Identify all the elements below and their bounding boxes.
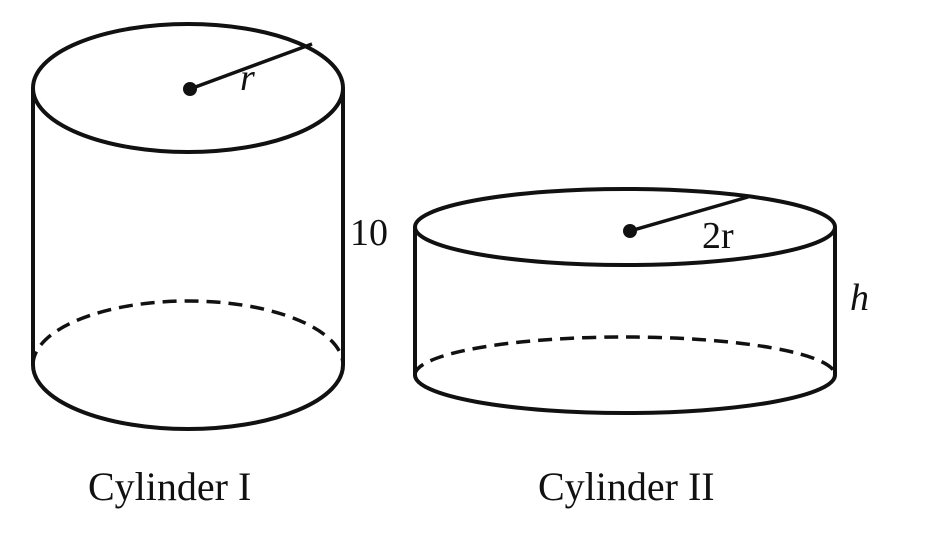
cylinder-1-radius-label: r <box>240 57 255 99</box>
cylinder-1-height-label: 10 <box>350 212 388 254</box>
cylinder-1-radius <box>189 42 313 91</box>
cylinder-2-radius-label-text: 2r <box>702 215 734 257</box>
cylinder-2-height-label: h <box>850 277 869 319</box>
cylinder-2-center-dot <box>623 224 637 238</box>
cylinder-1-caption: Cylinder I <box>88 464 251 509</box>
cylinder-1 <box>31 22 345 431</box>
cylinder-2-bottom-front <box>413 374 837 415</box>
cylinder-1-bottom-back-dashed <box>31 299 345 366</box>
cylinder-1-center-dot <box>183 82 197 96</box>
cylinder-2-caption: Cylinder II <box>538 464 715 509</box>
cylinder-2-radius-label: 2r <box>702 215 734 257</box>
cylinder-2-bottom-back-dashed <box>413 335 837 376</box>
cylinder-2-radius <box>629 195 749 233</box>
cylinder-1-bottom-front <box>31 364 345 431</box>
cylinder-2 <box>413 187 837 415</box>
